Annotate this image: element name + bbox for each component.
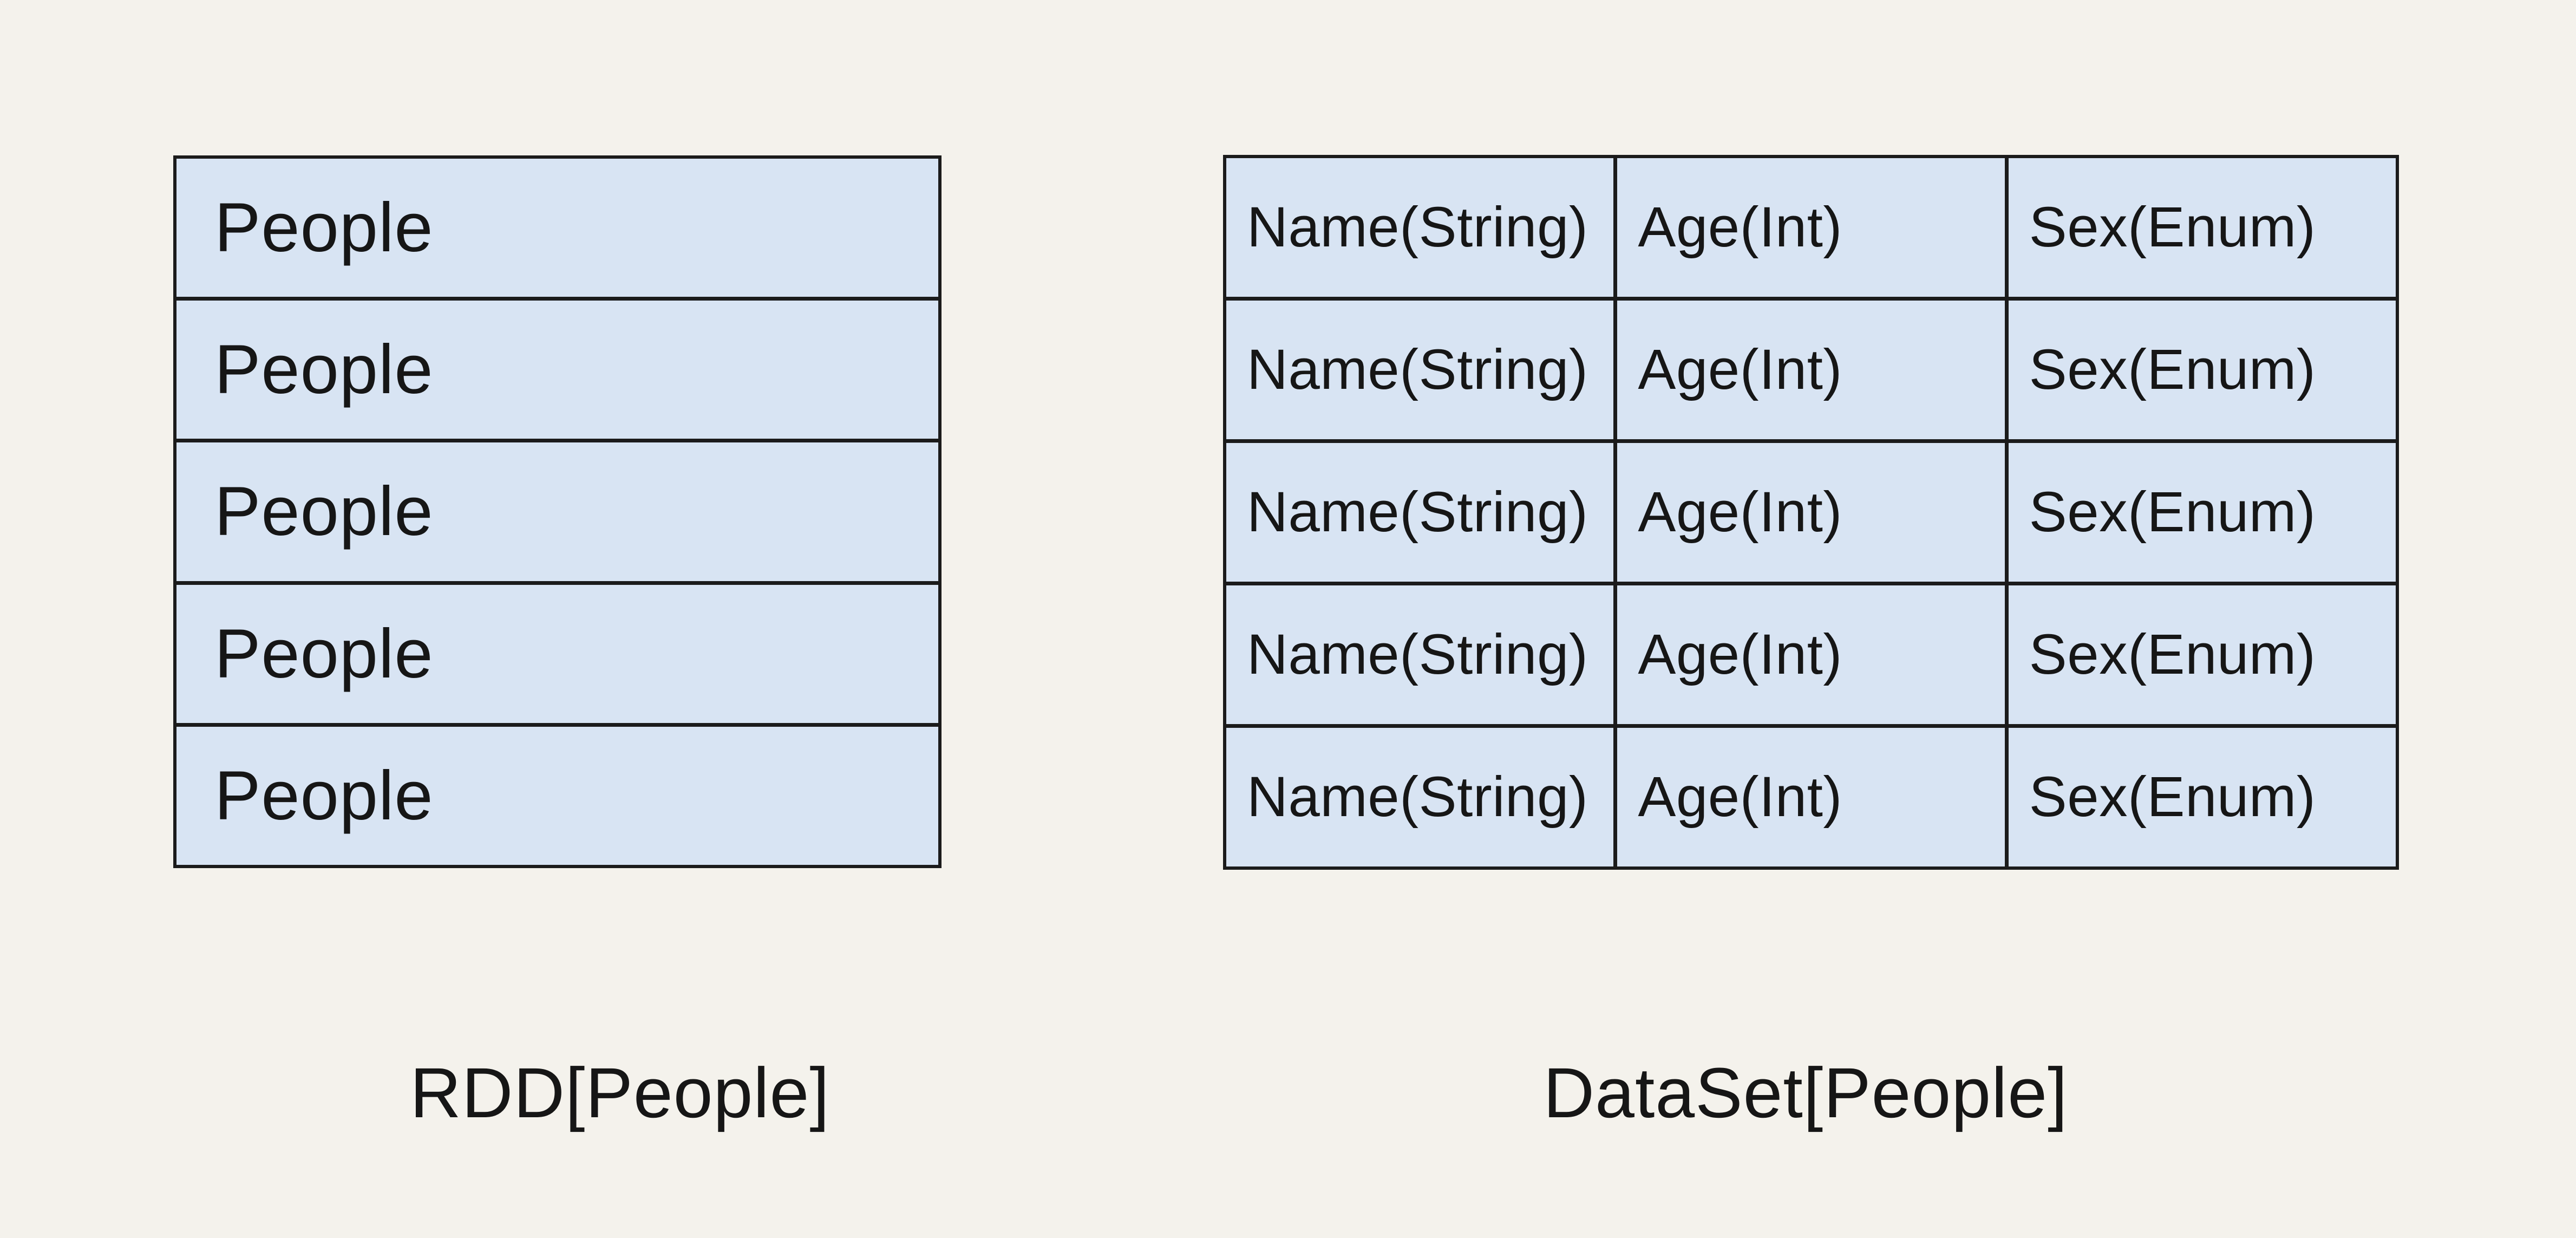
rdd-row-cell: People (176, 726, 938, 865)
dataset-cell: Name(String) (1226, 728, 1614, 866)
dataset-cell: Name(String) (1226, 585, 1614, 724)
dataset-table: Name(String)Age(Int)Sex(Enum)Name(String… (1223, 155, 2399, 870)
dataset-cell: Sex(Enum) (2008, 443, 2396, 582)
dataset-cell: Age(Int) (1617, 158, 2005, 297)
rdd-row-cell: People (176, 301, 938, 439)
dataset-cell: Sex(Enum) (2008, 585, 2396, 724)
dataset-cell: Sex(Enum) (2008, 301, 2396, 439)
dataset-cell: Age(Int) (1617, 443, 2005, 582)
rdd-table-caption: RDD[People] (410, 1053, 830, 1132)
dataset-cell: Age(Int) (1617, 585, 2005, 724)
dataset-cell: Sex(Enum) (2008, 728, 2396, 866)
rdd-row-cell: People (176, 159, 938, 297)
dataset-cell: Name(String) (1226, 158, 1614, 297)
rdd-row-cell: People (176, 442, 938, 581)
rdd-row-cell: People (176, 584, 938, 723)
dataset-cell: Name(String) (1226, 443, 1614, 582)
dataset-table-caption: DataSet[People] (1543, 1053, 2068, 1132)
dataset-cell: Name(String) (1226, 301, 1614, 439)
dataset-cell: Age(Int) (1617, 301, 2005, 439)
dataset-cell: Sex(Enum) (2008, 158, 2396, 297)
dataset-cell: Age(Int) (1617, 728, 2005, 866)
